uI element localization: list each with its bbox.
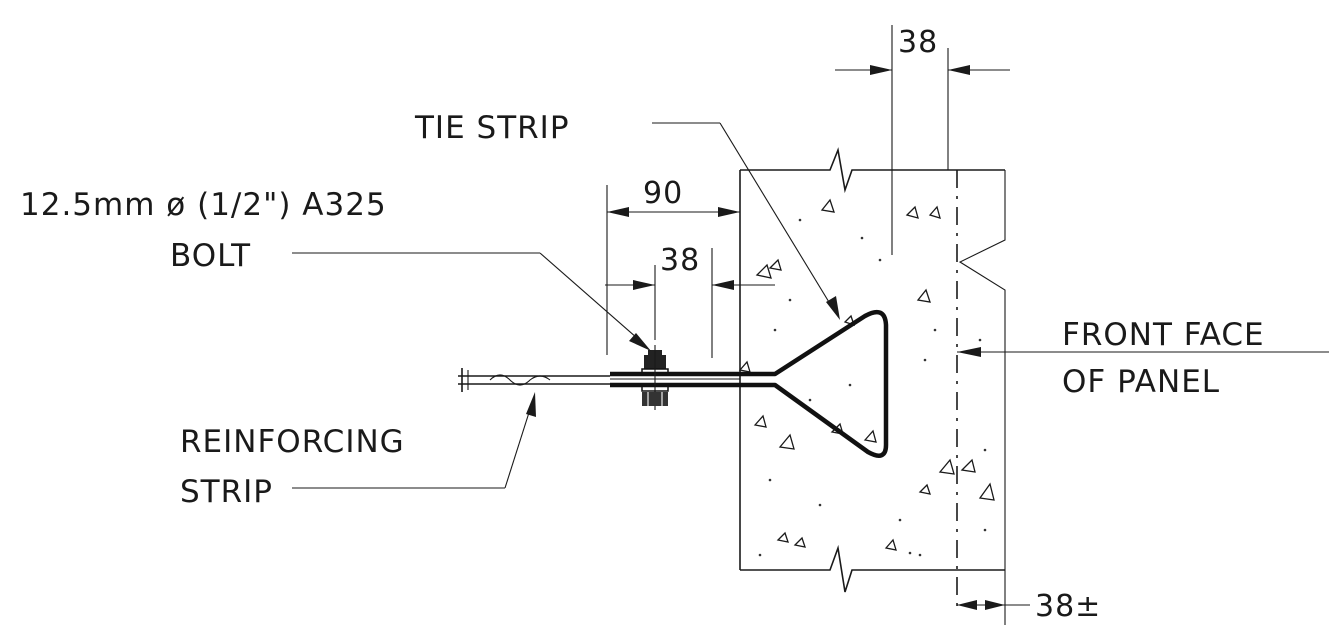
dimension-top-38: [835, 25, 1010, 255]
dimension-bottom-38: [957, 570, 1030, 625]
reinforcing-label-line2: STRIP: [180, 474, 273, 510]
dimension-90-label: 90: [643, 176, 683, 211]
bolt-label-line2: BOLT: [170, 238, 251, 274]
front-face-label-line2: OF PANEL: [1062, 364, 1220, 400]
dimension-90: [606, 185, 740, 355]
dimension-inner-38: [605, 248, 775, 358]
bolt-label-line1: 12.5mm ø (1/2") A325: [20, 187, 387, 223]
dimension-inner-38-label: 38: [660, 243, 700, 278]
reinforcing-strip: [458, 368, 610, 392]
tie-strip-label: TIE STRIP: [414, 110, 570, 146]
bolt: [641, 345, 669, 410]
bolt-leader: [292, 252, 651, 351]
reinforcing-strip-leader: [292, 392, 536, 489]
tie-strip-leader: [652, 122, 840, 320]
reinforcing-label-line1: REINFORCING: [180, 424, 405, 460]
front-face-label-line1: FRONT FACE: [1062, 317, 1265, 353]
dimension-bottom-38-label: 38±: [1035, 589, 1101, 624]
aggregate-marks: [738, 198, 995, 557]
front-face-leader: [957, 347, 1329, 357]
dimension-top-38-label: 38: [898, 25, 938, 60]
tie-strip: [610, 309, 889, 458]
